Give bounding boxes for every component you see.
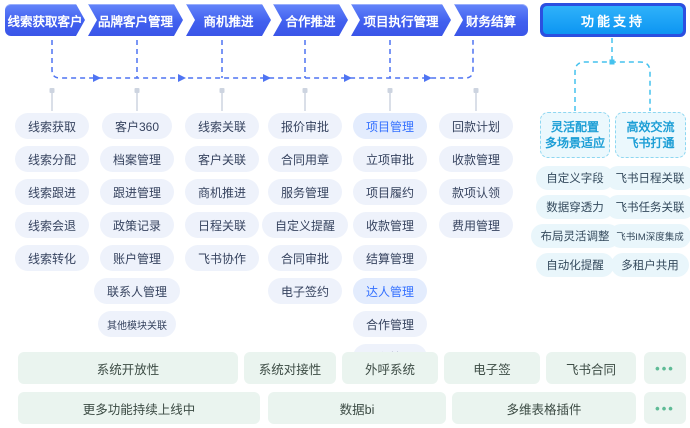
support-branch-node — [609, 59, 615, 65]
feature-pill: 费用管理 — [438, 212, 513, 238]
feature-pill: 账户管理 — [99, 245, 174, 271]
feature-pill: 线索关联 — [184, 113, 259, 139]
capability-feishu-contract: 飞书合同 — [546, 352, 636, 384]
feature-pill: 档案管理 — [99, 146, 174, 172]
support-pill: 数据穿透力 — [536, 195, 614, 219]
feature-pill: 联系人管理 — [93, 278, 180, 304]
stage-lead-acquisition[interactable]: 线索获取客户 — [5, 4, 85, 36]
feature-pill: 客户关联 — [184, 146, 259, 172]
feature-pill: 飞书协作 — [184, 245, 259, 271]
more-capabilities-ellipsis[interactable]: ••• — [644, 392, 686, 424]
feature-pill: 款项认领 — [438, 179, 513, 205]
capability-more-features-coming: 更多功能持续上线中 — [18, 392, 260, 424]
support-button-label: 功能支持 — [543, 6, 683, 34]
feature-pill: 跟进管理 — [99, 179, 174, 205]
support-branch-connector — [574, 38, 651, 111]
feature-pill: 回款计划 — [438, 113, 513, 139]
flow-bus-connector — [51, 40, 474, 79]
feature-pill: 合同审批 — [267, 245, 342, 271]
support-group-flexible-config: 灵活配置 多场景适应 — [540, 112, 610, 158]
feature-pill: 商机推进 — [184, 179, 259, 205]
feature-pill: 收款管理 — [352, 212, 427, 238]
support-group-feishu-integration: 高效交流 飞书打通 — [615, 112, 686, 158]
feature-pill: 线索转化 — [14, 245, 89, 271]
feature-pill: 线索跟进 — [14, 179, 89, 205]
stage-finance-settlement[interactable]: 财务结算 — [454, 4, 528, 36]
support-pill: 自定义字段 — [536, 166, 614, 190]
support-pill: 飞书日程关联 — [605, 166, 690, 190]
stage-brand-customer[interactable]: 品牌客户管理 — [88, 4, 183, 36]
feature-pill: 合作管理 — [352, 311, 427, 337]
stage-cooperation[interactable]: 合作推进 — [273, 4, 348, 36]
capability-multi-dim-table-plugin: 多维表格插件 — [452, 392, 636, 424]
more-capabilities-ellipsis[interactable]: ••• — [644, 352, 686, 384]
column-drop-pins — [49, 88, 479, 111]
feature-pill: 结算管理 — [352, 245, 427, 271]
support-pill: 多租户共用 — [611, 253, 689, 277]
feature-pill: 电子签约 — [267, 278, 342, 304]
support-pill: 飞书任务关联 — [605, 195, 690, 219]
feature-pill-link[interactable]: 达人管理 — [352, 278, 427, 304]
feature-pill-link[interactable]: 项目管理 — [352, 113, 427, 139]
feature-pill: 其他模块关联 — [98, 311, 176, 337]
support-pill: 布局灵活调整 — [530, 224, 620, 248]
support-button[interactable]: 功能支持 — [540, 3, 686, 37]
support-pill: 飞书IM深度集成 — [609, 224, 690, 248]
support-group-title-line: 灵活配置 — [550, 120, 599, 134]
capability-system-connection: 系统对接性 — [244, 352, 336, 384]
flow-arrowheads — [93, 74, 432, 82]
column-opportunity: 线索关联 客户关联 商机推进 日程关联 飞书协作 — [162, 113, 282, 271]
support-items-flexible-config: 自定义字段 数据穿透力 布局灵活调整 自动化提醒 — [530, 166, 620, 277]
feature-pill: 收款管理 — [438, 146, 513, 172]
feature-pill: 自定义提醒 — [261, 212, 348, 238]
support-items-feishu-integration: 飞书日程关联 飞书任务关联 飞书IM深度集成 多租户共用 — [605, 166, 690, 277]
feature-pill: 政策记录 — [99, 212, 174, 238]
capability-outbound-call: 外呼系统 — [342, 352, 438, 384]
support-group-title-line: 高效交流 — [626, 120, 675, 134]
support-group-title-line: 飞书打通 — [626, 136, 675, 150]
feature-pill: 线索获取 — [14, 113, 89, 139]
column-project-execution: 项目管理 立项审批 项目履约 收款管理 结算管理 达人管理 合作管理 日程管理 — [330, 113, 450, 370]
feature-pill: 服务管理 — [267, 179, 342, 205]
feature-pill: 项目履约 — [352, 179, 427, 205]
support-group-title-line: 多场景适应 — [544, 136, 605, 150]
feature-pill: 报价审批 — [267, 113, 342, 139]
support-pill: 自动化提醒 — [536, 253, 614, 277]
column-brand-customer: 客户360 档案管理 跟进管理 政策记录 账户管理 联系人管理 其他模块关联 — [77, 113, 197, 337]
column-cooperation: 报价审批 合同用章 服务管理 自定义提醒 合同审批 电子签约 — [245, 113, 365, 304]
capability-system-openness: 系统开放性 — [18, 352, 238, 384]
feature-pill: 合同用章 — [267, 146, 342, 172]
feature-pill: 立项审批 — [352, 146, 427, 172]
column-lead-acquisition: 线索获取 线索分配 线索跟进 线索会退 线索转化 — [0, 113, 104, 271]
feature-pill: 线索会退 — [14, 212, 89, 238]
column-finance-settlement: 回款计划 收款管理 款项认领 费用管理 — [416, 113, 536, 238]
feature-pill: 线索分配 — [14, 146, 89, 172]
stage-opportunity[interactable]: 商机推进 — [186, 4, 271, 36]
stage-project-execution[interactable]: 项目执行管理 — [351, 4, 451, 36]
capability-e-signature: 电子签 — [444, 352, 540, 384]
capability-data-bi: 数据bi — [268, 392, 446, 424]
feature-pill: 客户360 — [101, 113, 173, 139]
feature-pill: 日程关联 — [184, 212, 259, 238]
